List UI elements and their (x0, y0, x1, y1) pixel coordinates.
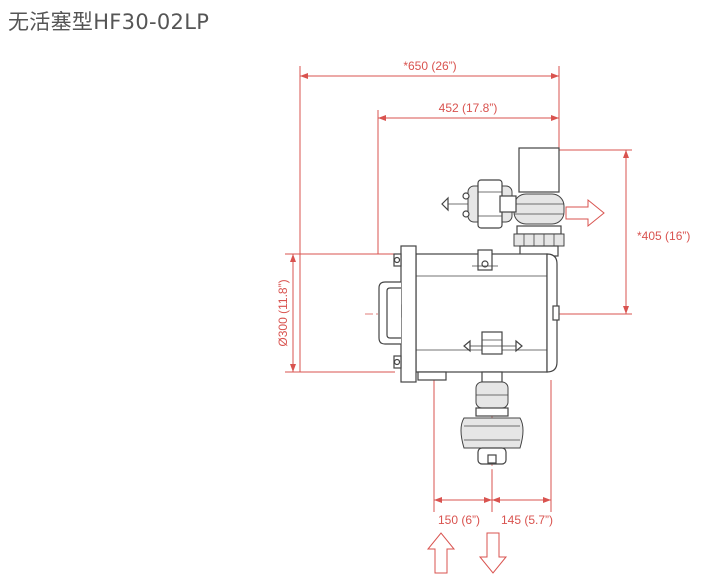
dimension-bottom: 150 (6”) 145 (5.7”) (433, 380, 553, 527)
dim-bottom-left-label: 150 (6”) (438, 513, 480, 527)
bottom-valve (460, 407, 524, 465)
dimension-inlet-width: 452 (17.8”) (377, 101, 559, 254)
top-valve-actuator (441, 179, 517, 229)
side-valve (463, 331, 523, 355)
housing-flange (393, 245, 417, 383)
arrow-down-icon (478, 532, 508, 574)
inlet-stub (417, 371, 447, 381)
bottom-pipe (475, 371, 509, 409)
outlet-pipe (513, 147, 565, 257)
dim-bottom-right-label: 145 (5.7”) (501, 513, 553, 527)
housing-handle (378, 281, 401, 345)
arrow-up-icon (426, 532, 456, 574)
dim-inlet-width-label: 452 (17.8”) (439, 101, 498, 115)
dimension-diameter: Ø300 (11.8”) (276, 253, 395, 373)
dimension-height-outlet: *405 (16”) (545, 149, 690, 315)
dim-height-outlet-label: *405 (16”) (637, 229, 690, 243)
arrow-right-icon (565, 198, 605, 228)
dim-diameter-label: Ø300 (11.8”) (276, 279, 290, 346)
top-bracket (472, 249, 498, 271)
page-title: 无活塞型HF30-02LP (8, 10, 210, 34)
dim-overall-width-label: *650 (26”) (403, 59, 456, 73)
